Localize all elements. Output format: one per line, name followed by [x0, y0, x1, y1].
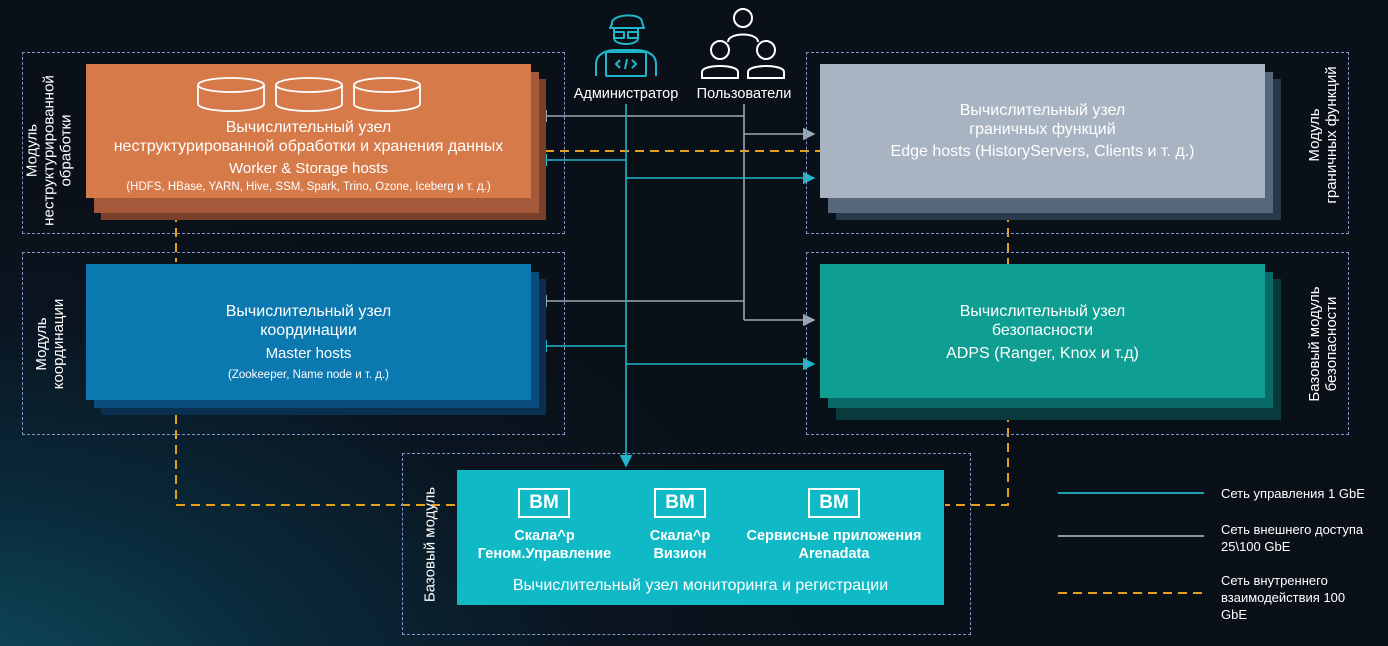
worker-node: Вычислительный узел неструктурированной …: [86, 64, 531, 198]
master-title-line1: Вычислительный узел: [225, 303, 392, 320]
edge-subtitle: Edge hosts (HistoryServers, Clients и т.…: [890, 143, 1195, 160]
internal-network-lines: [175, 150, 1009, 506]
vm-badge-vizion: ВМ: [654, 488, 706, 518]
vm-badge-genom: ВМ: [518, 488, 570, 518]
coordination-module-frame: [22, 252, 565, 435]
master-details: (Zookeeper, Name node и т. д.): [228, 369, 389, 381]
vm-badge-arenadata: ВМ: [808, 488, 860, 518]
base-module-label: Базовый модуль: [421, 486, 439, 603]
legend-internal-label: Сеть внутреннего взаимодействия 100 GbE: [1221, 573, 1346, 622]
legend-lines: [1058, 492, 1204, 594]
worker-title-line1: Вычислительный узел: [225, 119, 392, 136]
security-subtitle: ADPS (Ranger, Knox и т.д): [946, 345, 1139, 362]
edge-title-line1: Вычислительный узел: [959, 102, 1126, 119]
edge-module-frame: [806, 52, 1349, 234]
administrator-icon: [595, 14, 657, 77]
management-network-lines: [534, 104, 816, 468]
users-icon: [701, 8, 785, 79]
master-title-line2: координации: [260, 322, 357, 339]
vm-label-arenadata: Сервисные приложения Arenadata: [746, 528, 922, 562]
security-module-label: Базовый модуль безопасности: [1306, 286, 1340, 402]
monitoring-node: ВМ Скала^р Геном.Управление ВМ Скала^р В…: [457, 470, 944, 605]
edge-node: Вычислительный узел граничных функций Ed…: [820, 64, 1265, 198]
security-title-line1: Вычислительный узел: [959, 303, 1126, 320]
unstructured-module-label: Модуль неструктурированной обработки: [23, 75, 75, 226]
administrator-label: Администратор: [573, 86, 679, 102]
vm-label-vizion: Скала^р Визион: [649, 528, 711, 562]
vm-label-genom: Скала^р Геном.Управление: [477, 528, 612, 562]
worker-title-line2: неструктурированной обработки и хранения…: [113, 138, 504, 155]
users-label: Пользователи: [696, 86, 792, 102]
master-subtitle: Master hosts: [265, 345, 352, 362]
base-module-frame: [402, 453, 971, 635]
legend-external-label: Сеть внешнего доступа 25\100 GbE: [1221, 522, 1364, 554]
monitoring-title: Вычислительный узел мониторинга и регист…: [512, 577, 889, 594]
master-node: Вычислительный узел координации Master h…: [86, 264, 531, 400]
security-module-frame: [806, 252, 1349, 435]
worker-details: (HDFS, HBase, YARN, Hive, SSM, Spark, Tr…: [126, 181, 491, 193]
edge-module-label: Модуль граничных функций: [1306, 66, 1340, 204]
security-title-line2: безопасности: [991, 322, 1094, 339]
security-node: Вычислительный узел безопасности ADPS (R…: [820, 264, 1265, 398]
external-access-lines: [534, 104, 816, 327]
database-icons: [197, 77, 421, 112]
legend-management-label: Сеть управления 1 GbE: [1221, 486, 1365, 501]
coordination-module-label: Модуль координации: [33, 298, 67, 390]
worker-subtitle: Worker & Storage hosts: [229, 160, 388, 177]
edge-title-line2: граничных функций: [969, 121, 1116, 138]
unstructured-module-frame: [22, 52, 565, 234]
